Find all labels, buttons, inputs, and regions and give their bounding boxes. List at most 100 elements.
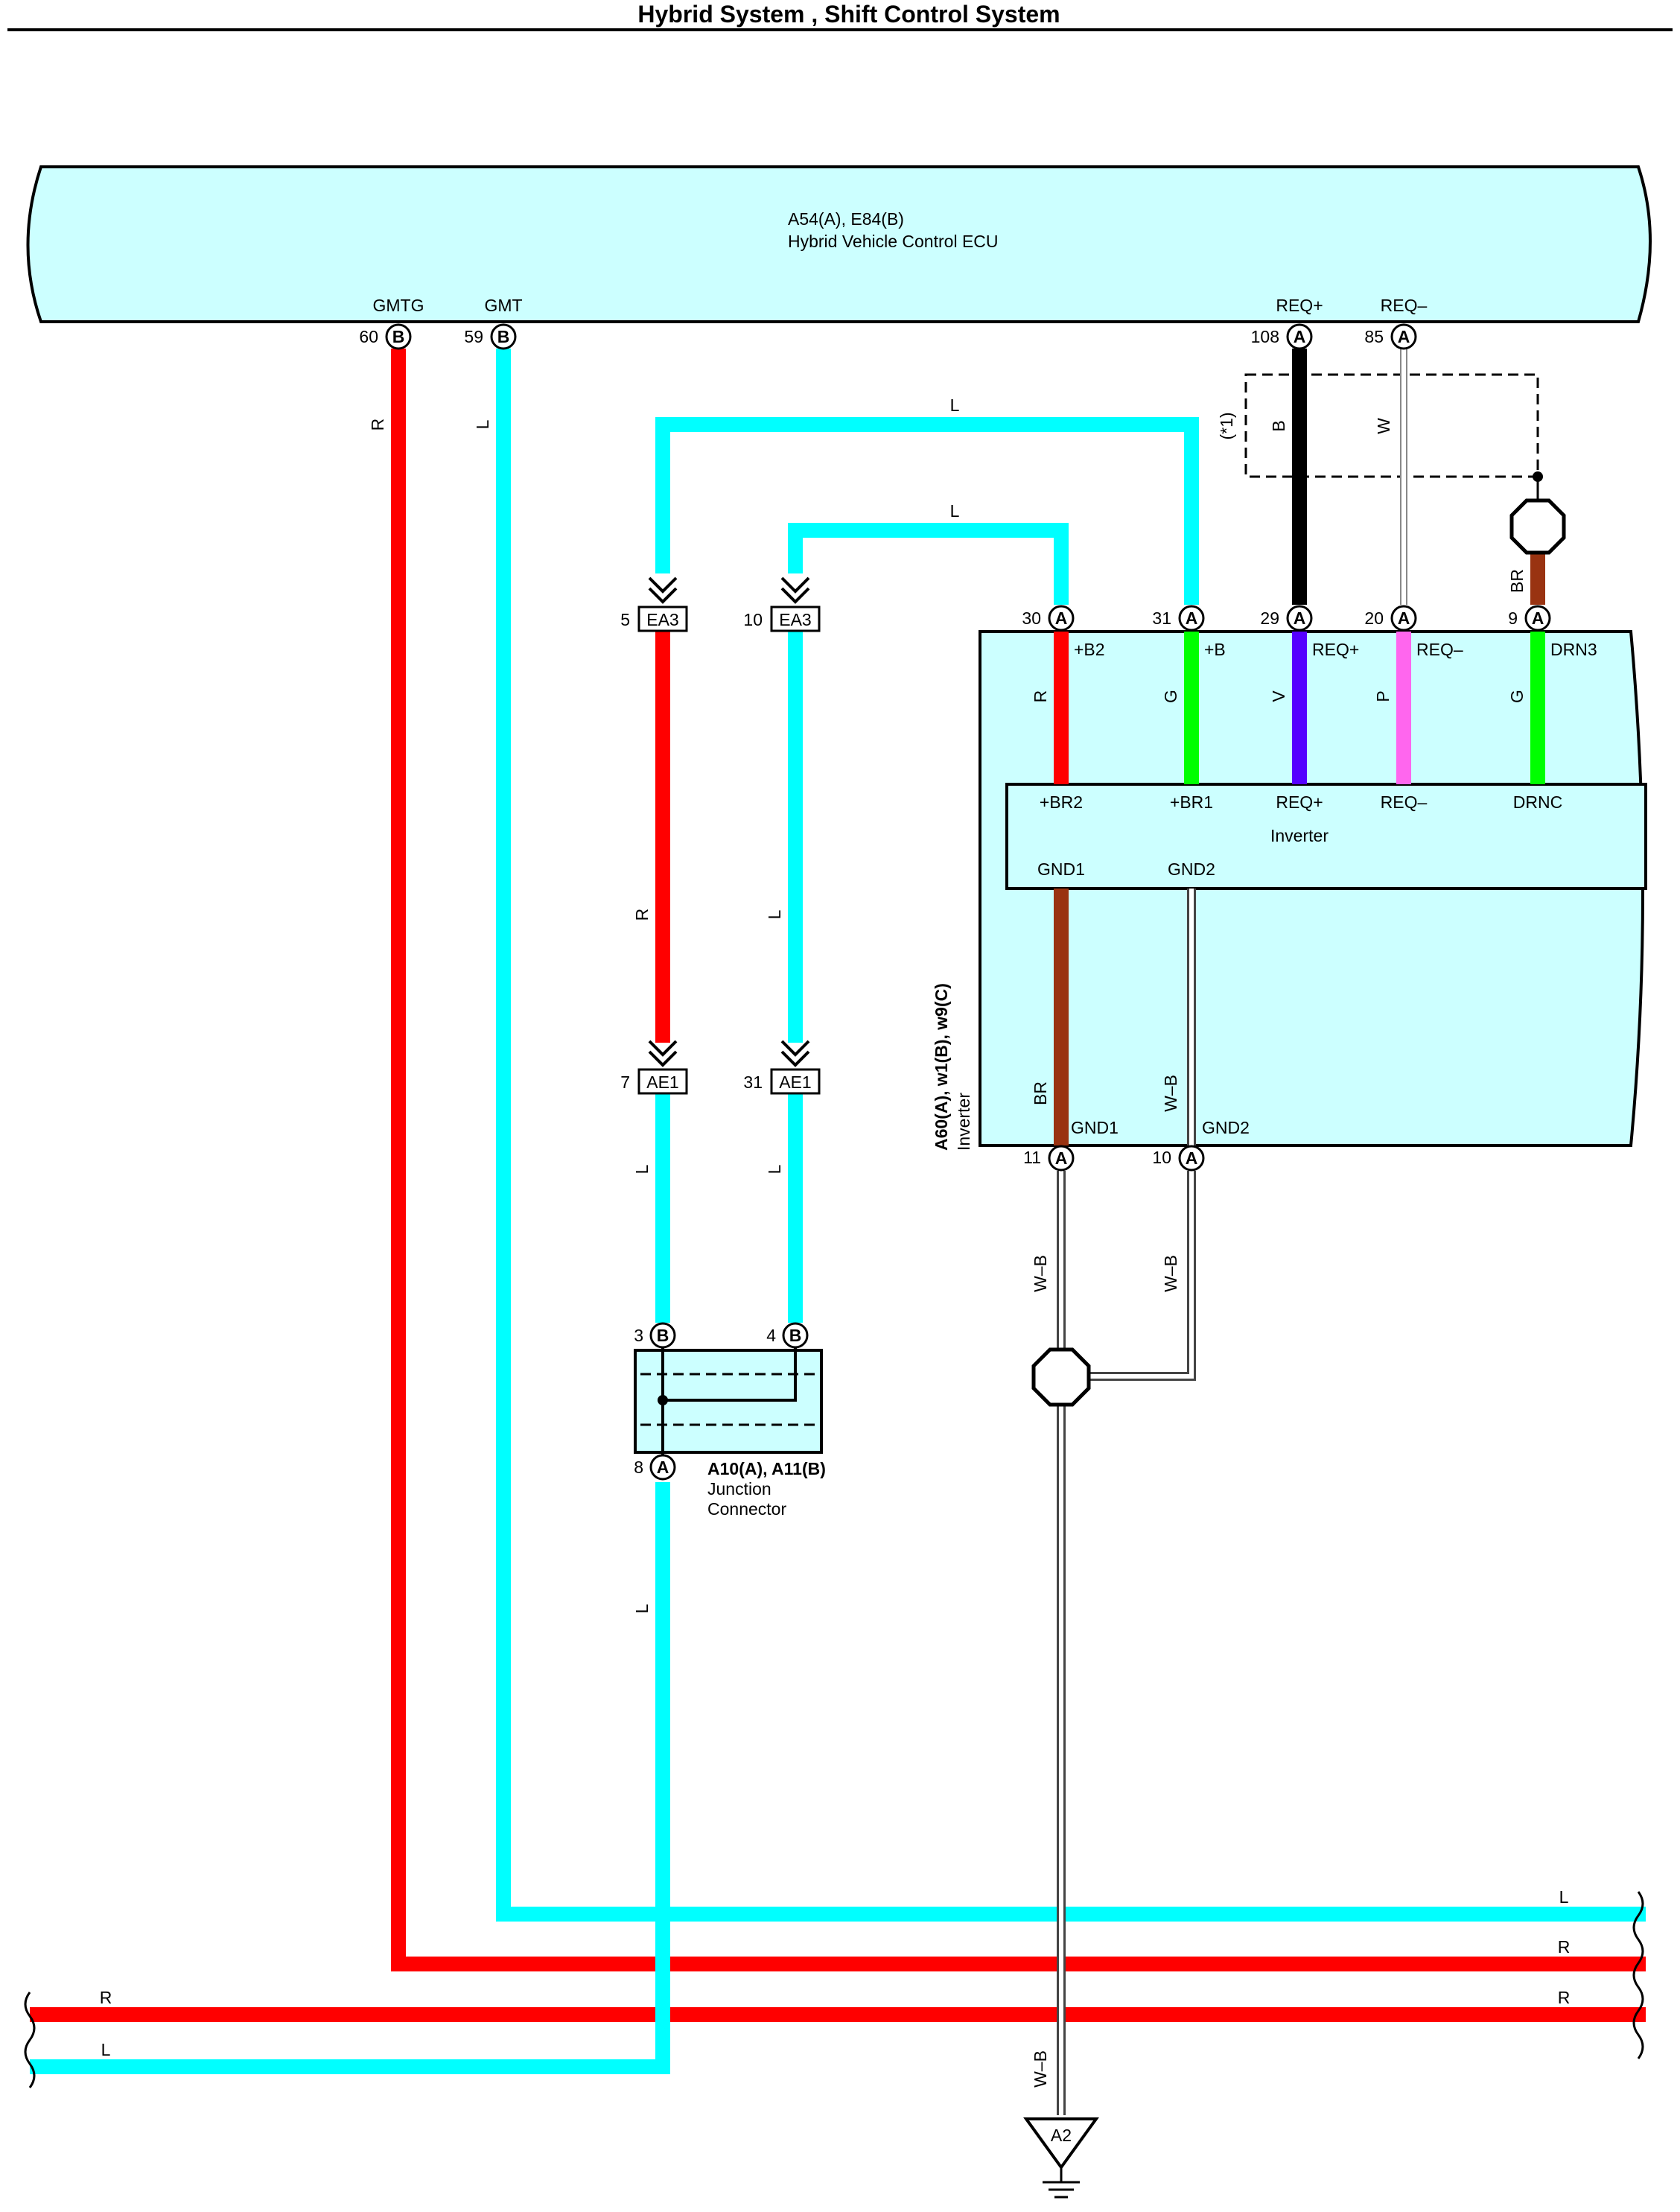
junction-internal-2	[663, 1333, 797, 1402]
inv-pin-name: +B2	[1074, 640, 1105, 659]
ae1-b-num: 31	[743, 1072, 763, 1092]
ground-code: A2	[1051, 2126, 1072, 2145]
junction-pin-circle	[649, 1454, 676, 1481]
inner-pin-label: GND1	[1037, 859, 1085, 879]
inv-bottom-pin-num: 11	[1023, 1148, 1041, 1167]
wire-label-bus-r2: R	[1558, 1988, 1571, 2007]
ecu-pin-conn-gmt: B	[497, 327, 510, 346]
inv-bottom-pin-conn: A	[1055, 1148, 1068, 1168]
ea3-b-box	[770, 606, 821, 632]
wire-label-left-bottom-l: L	[632, 1604, 652, 1613]
wire-bus-left-l	[30, 1482, 670, 2074]
inv-pin-name: REQ–	[1416, 640, 1463, 659]
ecu-pins: GMTG 60 B GMT 59 B REQ+ 108 A REQ– 85 A	[359, 296, 1428, 350]
ecu-pin-circle-gmt	[490, 323, 517, 350]
wire-label-inv-reqp: V	[1269, 690, 1288, 702]
bus-end-marks	[24, 1891, 1644, 2088]
wire-label-gmtg: R	[368, 419, 387, 431]
wire-label-inv-drn: G	[1507, 690, 1527, 703]
inv-pin-conn: A	[1186, 608, 1198, 628]
inv-pin-circle	[1048, 605, 1075, 632]
wire-label-gnd2-out: W–B	[1161, 1255, 1180, 1292]
ea3-b-chevron-icon	[780, 576, 810, 604]
shield-note: (*1)	[1217, 412, 1236, 439]
wire-label-bus-r1: R	[1558, 1937, 1571, 1957]
inv-pin-num: 9	[1508, 608, 1518, 628]
wire-label-reqm: W	[1374, 418, 1393, 434]
ecu-code: A54(A), E84(B)	[788, 209, 904, 229]
wire-label-bus-left-l: L	[101, 2040, 111, 2059]
ecu-pin-num-reqp: 108	[1251, 327, 1279, 346]
wire-label-left-low-l2: L	[765, 1164, 784, 1174]
ecu-pin-name-reqp: REQ+	[1276, 296, 1323, 315]
ae1-b-box	[770, 1068, 821, 1095]
ea3-a-box	[637, 606, 688, 632]
wire-label-inv-reqm: P	[1373, 690, 1393, 702]
wire-gmt	[496, 349, 1646, 1922]
wire-top-l2	[788, 523, 1069, 605]
inverter-inner-labels: +BR2 +BR1 REQ+ REQ– DRNC Inverter GND1 G…	[1037, 792, 1562, 879]
wire-label-left-low-l1: L	[632, 1164, 652, 1174]
ecu-pin-name-gmtg: GMTG	[373, 296, 424, 315]
wire-label-inv-gnd2: W–B	[1161, 1075, 1180, 1112]
junction-code: A10(A), A11(B)	[707, 1459, 826, 1478]
wire-label-left-mid-l: L	[765, 909, 784, 919]
inv-pin-name: +B	[1204, 640, 1226, 659]
ecu-pin-conn-reqm: A	[1398, 327, 1410, 346]
junction-pin-num: 3	[634, 1326, 643, 1345]
wire-label-bus-l: L	[1559, 1887, 1569, 1907]
wire-label-gmt: L	[473, 419, 492, 429]
inv-pin-circle	[1286, 605, 1313, 632]
ecu-pin-num-gmt: 59	[464, 327, 483, 346]
junction-name-1: Junction	[707, 1479, 771, 1498]
ground-icon	[1023, 2117, 1099, 2170]
wire-gmtg	[391, 349, 1646, 1971]
inv-pin-num: 20	[1364, 608, 1384, 628]
wire-label-reqp: B	[1269, 420, 1288, 431]
ea3-b-num: 10	[743, 610, 763, 629]
inv-pin-num: 31	[1152, 608, 1171, 628]
junction-dot	[658, 1395, 668, 1405]
inv-pin-conn: A	[1398, 608, 1410, 628]
shield-junction-dot	[1533, 471, 1543, 482]
inv-pin-name: DRN3	[1550, 640, 1597, 659]
inv-pin-num: 30	[1022, 608, 1041, 628]
shield-splice	[1509, 498, 1566, 555]
ecu-pin-circle-gmtg	[385, 323, 412, 350]
wire-top-l1	[655, 417, 1199, 605]
ecu-pin-name-reqm: REQ–	[1381, 296, 1428, 315]
ea3-a-code: EA3	[646, 610, 678, 629]
inner-pin-label: REQ–	[1381, 792, 1428, 812]
ae1-a-box	[637, 1068, 688, 1095]
ae1-b-chevron-icon	[780, 1040, 810, 1067]
junction-pin-circle	[782, 1322, 809, 1349]
ae1-a-num: 7	[620, 1072, 630, 1092]
inner-pin-label: GND2	[1168, 859, 1215, 879]
inline-connectors: EA3 5 EA3 10 AE1 7 AE1 31	[620, 576, 821, 1095]
inv-pin-conn: A	[1532, 608, 1544, 628]
wire-label-top-l2: L	[950, 501, 960, 521]
inv-pin-num: 29	[1260, 608, 1279, 628]
inverter-name: Inverter	[954, 1093, 973, 1151]
inv-pin-name: REQ+	[1312, 640, 1359, 659]
inv-pin-conn: A	[1294, 608, 1306, 628]
inv-pin-conn: A	[1055, 608, 1068, 628]
ecu-pin-conn-reqp: A	[1294, 327, 1306, 346]
junction-pin-circle	[649, 1322, 676, 1349]
wires	[30, 349, 1646, 2115]
junction-connector: B 3 B 4 A 8 A10(A), A11(B) Junction Conn…	[634, 1322, 826, 1519]
wire-label-inv-b2: R	[1031, 690, 1050, 703]
inv-bottom-pin-circle	[1178, 1145, 1205, 1172]
inv-bottom-pin-num: 10	[1152, 1148, 1171, 1167]
inv-bottom-pin-conn: A	[1186, 1148, 1198, 1168]
inverter-inner-name: Inverter	[1270, 826, 1329, 845]
ecu-name: Hybrid Vehicle Control ECU	[788, 232, 999, 251]
ecu-block	[26, 165, 1652, 323]
ea3-a-num: 5	[620, 610, 630, 629]
inv-pin-circle	[1178, 605, 1205, 632]
ecu-pin-circle-reqm	[1390, 323, 1417, 350]
ecu-pin-circle-reqp	[1286, 323, 1313, 350]
ae1-a-chevron-icon	[648, 1040, 678, 1067]
junction-pin-num: 4	[766, 1326, 776, 1345]
